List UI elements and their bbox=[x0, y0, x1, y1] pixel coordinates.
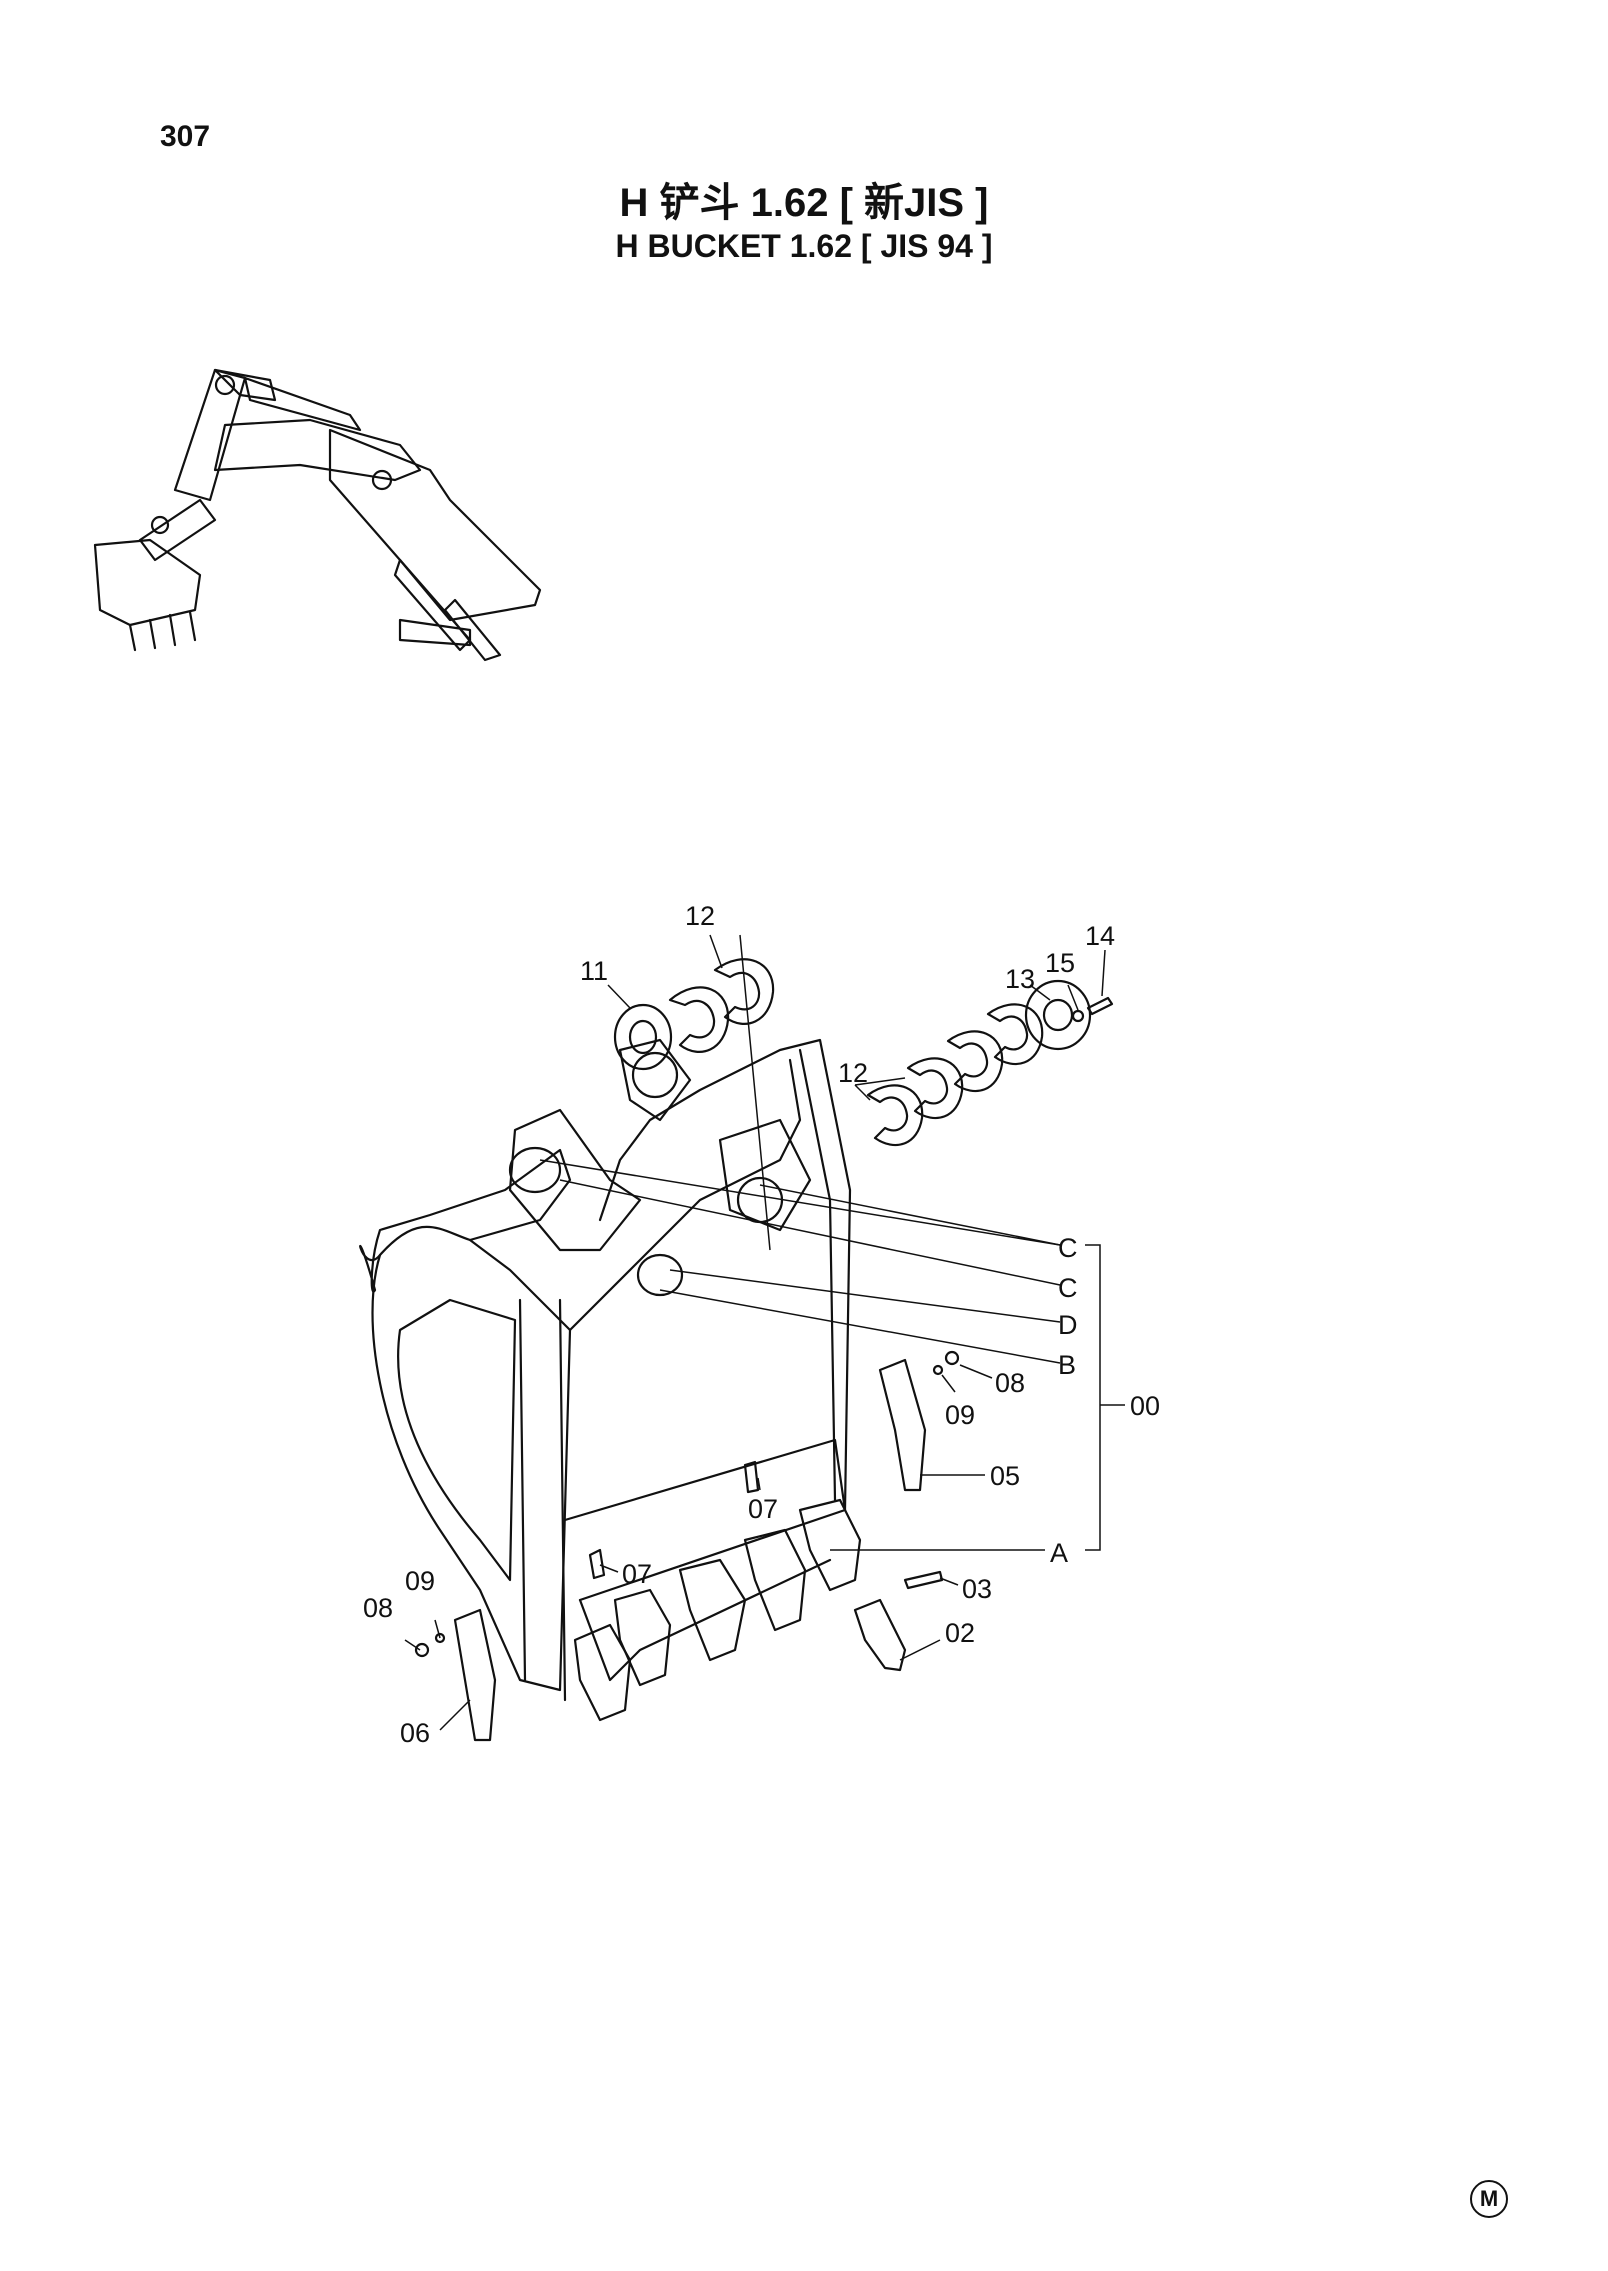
callout-d: D bbox=[1058, 1310, 1078, 1340]
callout-03: 03 bbox=[962, 1574, 992, 1604]
callout-09-left: 09 bbox=[405, 1566, 435, 1596]
callout-00: 00 bbox=[1130, 1391, 1160, 1421]
exploded-parts bbox=[414, 958, 1114, 1742]
callout-a: A bbox=[1050, 1538, 1068, 1568]
callout-06: 06 bbox=[400, 1718, 430, 1748]
callout-08-left: 08 bbox=[363, 1593, 393, 1623]
callout-labels: 12 11 13 15 14 12 C C D B A 00 08 09 05 … bbox=[363, 901, 1160, 1748]
callout-12-top: 12 bbox=[685, 901, 715, 931]
callout-15: 15 bbox=[1045, 948, 1075, 978]
callout-05: 05 bbox=[990, 1461, 1020, 1491]
excavator-overview-illustration bbox=[93, 368, 542, 662]
callout-12-middle: 12 bbox=[838, 1058, 868, 1088]
title-chinese: H 铲斗 1.62 [ 新JIS ] bbox=[619, 181, 989, 225]
callout-b: B bbox=[1058, 1350, 1076, 1380]
page-number: 307 bbox=[160, 120, 211, 153]
callout-07-upper: 07 bbox=[748, 1494, 778, 1524]
callout-c-2: C bbox=[1058, 1273, 1078, 1303]
title-english: H BUCKET 1.62 [ JIS 94 ] bbox=[615, 228, 993, 264]
callout-08-right: 08 bbox=[995, 1368, 1025, 1398]
callout-07-lower: 07 bbox=[622, 1559, 652, 1589]
callout-02: 02 bbox=[945, 1618, 975, 1648]
leader-lines bbox=[404, 934, 1125, 1731]
callout-11: 11 bbox=[580, 956, 608, 986]
m-mark-symbol: M bbox=[1470, 2180, 1508, 2218]
callout-c-1: C bbox=[1058, 1233, 1078, 1263]
callout-13: 13 bbox=[1005, 964, 1035, 994]
callout-14: 14 bbox=[1085, 921, 1115, 951]
callout-09-right: 09 bbox=[945, 1400, 975, 1430]
bucket-assembly bbox=[359, 1038, 862, 1722]
